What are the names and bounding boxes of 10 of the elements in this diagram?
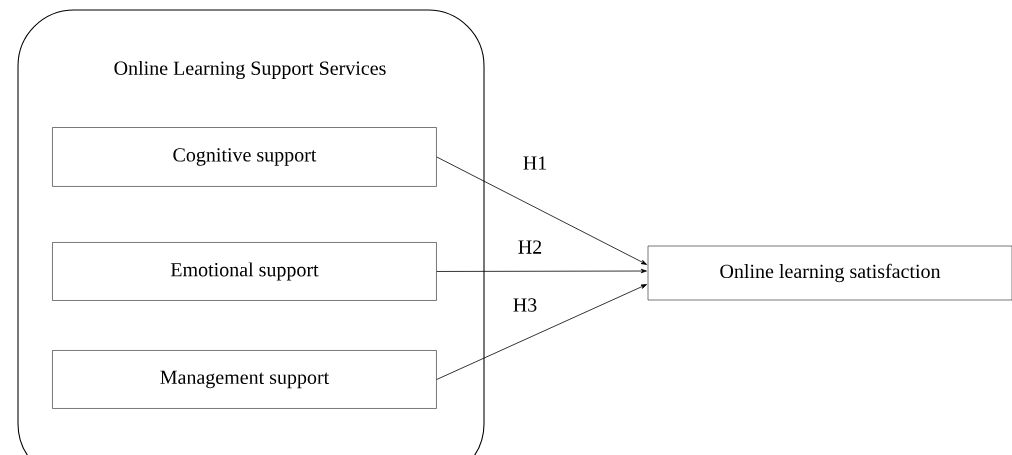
arrow — [436, 284, 647, 380]
arrow — [436, 156, 647, 265]
variable-box: Emotional support — [52, 242, 437, 301]
variable-box: Online learning satisfaction — [647, 245, 1012, 301]
arrow — [436, 268, 647, 274]
edge-label: H2 — [516, 239, 544, 255]
edge-label: H3 — [511, 296, 539, 314]
variable-box: Cognitive support — [52, 127, 437, 187]
variable-box: Management support — [52, 350, 437, 409]
edge-label: H1 — [521, 155, 549, 171]
